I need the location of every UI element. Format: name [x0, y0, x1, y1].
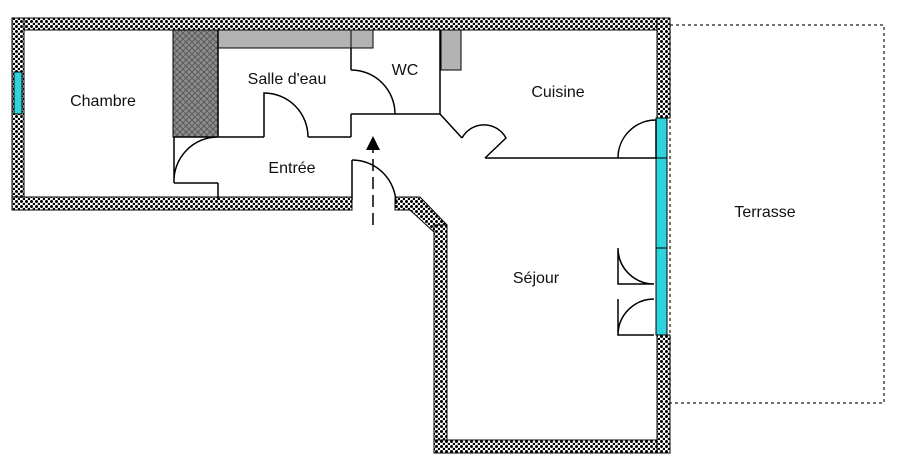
- door-entree: [351, 159, 397, 205]
- counter-salle-eau-small: [350, 29, 374, 49]
- door-cuisine: [461, 124, 507, 159]
- wall-sejour-left: [433, 224, 448, 447]
- door-wc: [350, 69, 396, 115]
- duct-chambre: [172, 29, 219, 138]
- room-label-salle-eau: Salle d'eau: [247, 71, 327, 88]
- wall-right-upper: [656, 17, 671, 119]
- room-label-entree: Entrée: [268, 160, 316, 177]
- room-label-terrasse: Terrasse: [734, 204, 796, 221]
- room-label-wc: WC: [391, 62, 419, 79]
- counter-wc: [440, 29, 462, 71]
- room-label-sejour: Séjour: [512, 270, 560, 287]
- terrace-outline: [669, 24, 885, 404]
- room-label-cuisine: Cuisine: [531, 84, 585, 101]
- wall-top: [11, 17, 671, 31]
- window-cuisine-sejour: [655, 117, 668, 336]
- door-chambre: [173, 136, 219, 184]
- wall-bottom-left: [11, 196, 353, 211]
- door-sejour-lower: [617, 298, 655, 336]
- wall-sejour-bottom: [433, 439, 671, 454]
- door-cuisine-window: [617, 119, 657, 159]
- entry-arrow-head: [366, 136, 380, 150]
- room-label-chambre: Chambre: [70, 93, 136, 110]
- wall-right-lower: [656, 334, 671, 454]
- door-sejour-upper: [617, 247, 655, 285]
- door-salle-eau: [263, 92, 309, 138]
- counter-salle-eau: [217, 29, 352, 49]
- window-chambre: [13, 71, 23, 115]
